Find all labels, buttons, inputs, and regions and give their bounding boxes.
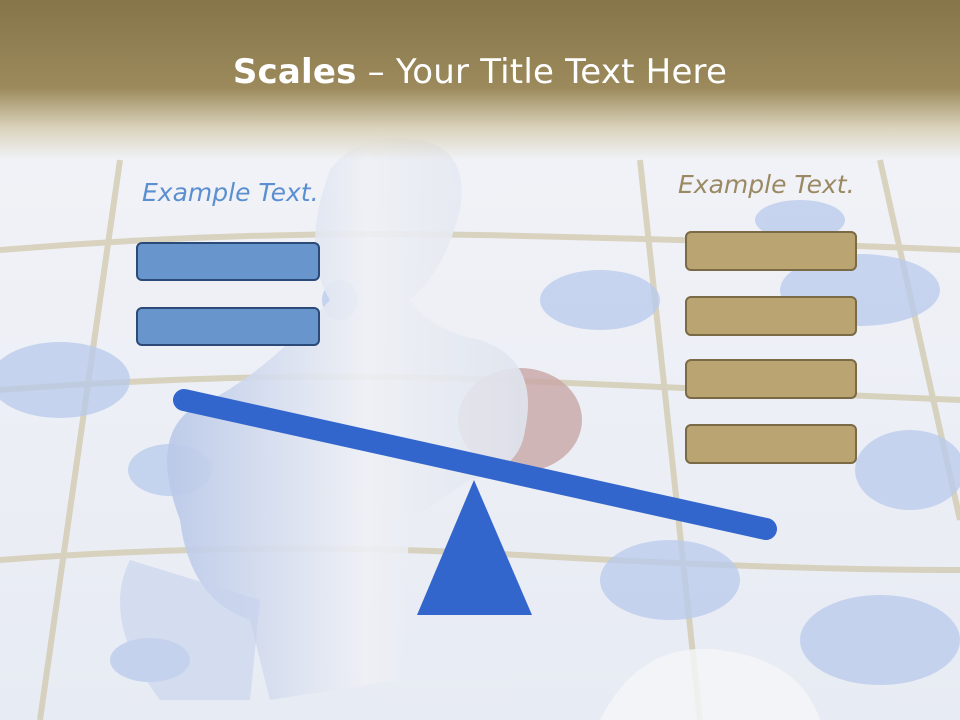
right-box[interactable] xyxy=(685,296,857,336)
left-label: Example Text. xyxy=(142,178,319,207)
title-band xyxy=(0,0,960,160)
title-bold: Scales xyxy=(232,52,357,92)
right-box[interactable] xyxy=(685,231,857,271)
left-box[interactable] xyxy=(136,242,320,281)
right-label: Example Text. xyxy=(678,170,855,199)
right-box[interactable] xyxy=(685,424,857,464)
right-box[interactable] xyxy=(685,359,857,399)
left-box[interactable] xyxy=(136,307,320,346)
slide-title: Scales – Your Title Text Here xyxy=(0,52,960,92)
title-rest: – Your Title Text Here xyxy=(356,52,728,92)
